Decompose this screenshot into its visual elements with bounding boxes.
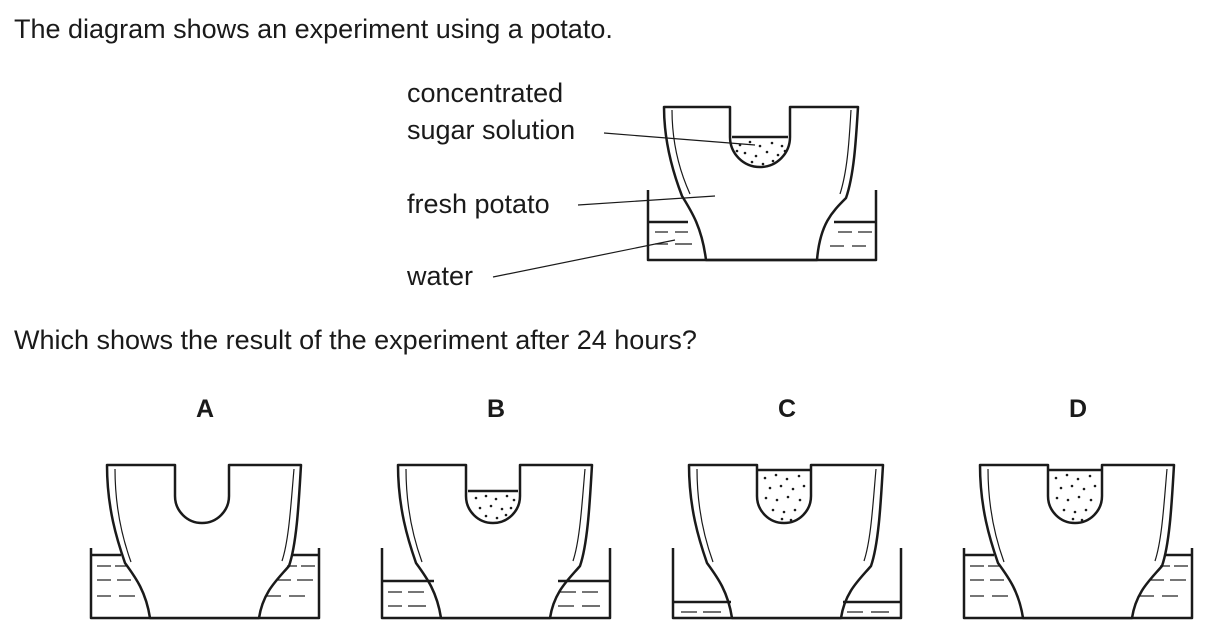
- question-text: Which shows the result of the experiment…: [14, 325, 697, 355]
- leader-water: [492, 239, 676, 278]
- option-b-diagram: [380, 463, 612, 620]
- main-sugar-dots: [735, 140, 787, 166]
- intro-text: The diagram shows an experiment using a …: [14, 14, 613, 44]
- label-water: water: [407, 261, 474, 291]
- leader-potato: [577, 195, 716, 206]
- option-a-letter: A: [196, 395, 215, 423]
- label-sugar-solution: sugar solution: [407, 115, 576, 145]
- label-concentrated: concentrated: [407, 78, 564, 108]
- label-fresh-potato: fresh potato: [407, 189, 550, 219]
- leader-sugar: [603, 132, 756, 146]
- main-setup: [492, 105, 878, 278]
- option-c-diagram: [671, 463, 903, 620]
- option-d-letter: D: [1069, 395, 1088, 423]
- option-a-diagram: [89, 463, 321, 620]
- option-d-diagram: [962, 463, 1194, 620]
- option-c-letter: C: [778, 395, 797, 423]
- option-b-letter: B: [487, 395, 506, 423]
- main-potato: [662, 105, 860, 262]
